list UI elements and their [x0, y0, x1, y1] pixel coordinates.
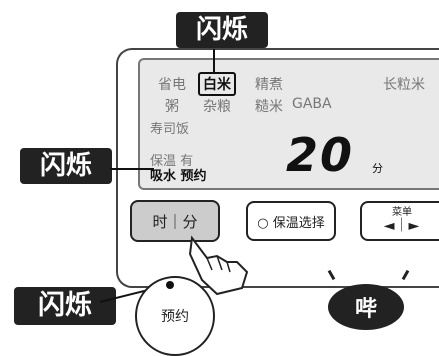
lcd-power-saving: 省电: [158, 77, 186, 93]
lcd-brown-rice: 糙米: [255, 99, 283, 115]
reserve-button[interactable]: 预约: [135, 276, 215, 356]
blink-left-leader: [110, 168, 154, 170]
lcd-time-unit: 分: [372, 162, 383, 175]
menu-arrows-icon: ◄｜►: [383, 218, 420, 234]
lcd-time-value: 20: [286, 128, 355, 182]
pointing-hand-icon: [188, 235, 249, 296]
lcd-gaba: GABA: [292, 96, 332, 112]
lcd-soak-reserve: 吸水 预约: [150, 169, 207, 184]
lcd-keep-warm-status: 保温 有: [150, 154, 194, 169]
lcd-long-grain-rice: 长粒米: [383, 77, 425, 93]
blink-callout-bottom: 闪烁: [14, 287, 116, 325]
beep-sound-badge: 哔: [328, 284, 404, 330]
blink-callout-top: 闪烁: [176, 12, 268, 48]
keep-warm-select-button[interactable]: ○ 保温选择: [246, 201, 336, 241]
lcd-white-rice: 白米: [198, 72, 236, 96]
menu-button[interactable]: ◄｜►: [360, 201, 439, 241]
blink-callout-left: 闪烁: [20, 148, 112, 184]
hour-minute-button[interactable]: 时｜分: [130, 200, 220, 242]
lcd-mixed-grain: 杂粮: [203, 99, 231, 115]
lcd-sushi-rice: 寿司饭: [150, 122, 190, 137]
lcd-congee: 粥: [165, 99, 179, 115]
menu-label: 菜单: [392, 207, 412, 218]
lcd-display: [138, 58, 439, 190]
blink-top-leader: [213, 49, 215, 73]
reserve-indicator-dot: [166, 281, 174, 289]
lcd-fine-cook: 精煮: [255, 77, 283, 93]
